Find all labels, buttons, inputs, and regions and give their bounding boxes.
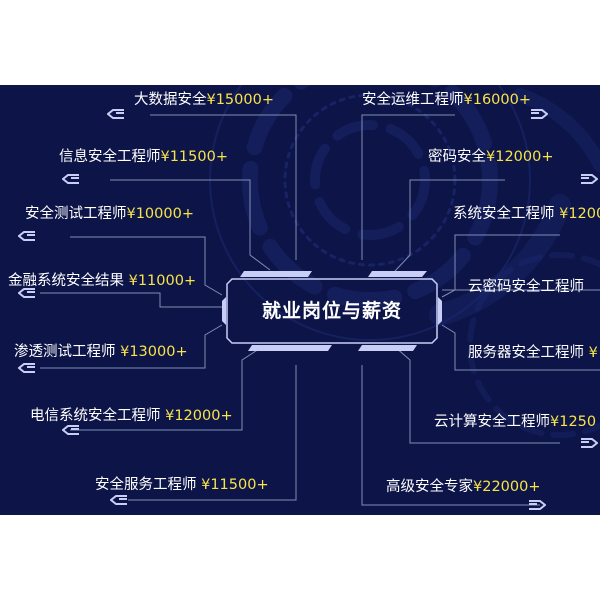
job-title: 高级安全专家 [386, 479, 473, 495]
job-salary: ¥1250 [550, 414, 597, 430]
job-title: 云计算安全工程师 [434, 414, 550, 430]
job-salary: ¥16000+ [463, 92, 532, 108]
bracket-marker-icon [581, 438, 598, 448]
bracket-marker-icon [107, 109, 124, 119]
connector-lines [40, 114, 600, 506]
bracket-marker-icon [531, 109, 548, 119]
right-item-6: 云计算安全工程师¥1250 [434, 413, 596, 431]
bracket-marker-icon [581, 174, 598, 184]
right-item-7: 高级安全专家¥22000+ [386, 478, 541, 496]
bracket-marker-icon [110, 495, 127, 505]
job-title: 系统安全工程师 [453, 206, 560, 222]
job-title: 服务器安全工程师 [468, 345, 589, 361]
job-title: 金融系统安全结果 [8, 273, 129, 289]
job-salary: ¥11500+ [160, 149, 228, 165]
job-salary: ¥11500+ [201, 477, 269, 493]
center-node-frame [222, 271, 442, 351]
job-title: 安全服务工程师 [95, 477, 202, 493]
job-salary: ¥ [588, 345, 598, 361]
center-node: 就业岗位与薪资 [222, 271, 442, 351]
bracket-marker-icon [62, 174, 79, 184]
job-salary: ¥13000+ [120, 344, 188, 360]
right-item-3: 系统安全工程师 ¥1200 [453, 205, 600, 223]
job-title: 安全运维工程师 [362, 92, 464, 108]
left-item-4: 金融系统安全结果 ¥11000+ [8, 272, 196, 290]
job-title: 大数据安全 [133, 92, 207, 108]
job-salary: ¥11000+ [128, 273, 197, 289]
bracket-marker-icon [18, 231, 35, 241]
job-title: 信息安全工程师 [58, 149, 161, 165]
job-salary: ¥22000+ [473, 479, 541, 495]
bracket-marker-icon [18, 288, 35, 298]
job-salary: ¥12000+ [486, 149, 554, 165]
mind-map-panel: 就业岗位与薪资 大数据安全¥15000+ 信息安全工程师¥11500+ 安全测试… [0, 85, 600, 515]
right-item-5: 服务器安全工程师 ¥ [468, 344, 598, 362]
job-title: 安全测试工程师 [24, 206, 127, 222]
job-salary: ¥15000+ [206, 92, 274, 108]
left-item-1: 大数据安全¥15000+ [134, 91, 274, 109]
right-item-4: 云密码安全工程师 [468, 278, 584, 296]
job-salary: ¥12000+ [165, 408, 233, 424]
job-title: 密码安全 [428, 149, 486, 165]
center-title: 就业岗位与薪资 [261, 300, 402, 322]
job-salary: ¥1200 [559, 206, 600, 222]
job-title: 云密码安全工程师 [468, 279, 584, 295]
left-item-7: 安全服务工程师 ¥11500+ [95, 476, 269, 494]
job-title: 渗透测试工程师 [14, 344, 121, 360]
job-title: 电信系统安全工程师 [30, 408, 166, 424]
left-item-6: 电信系统安全工程师 ¥12000+ [30, 407, 233, 425]
bracket-marker-icon [529, 500, 546, 510]
right-item-2: 密码安全¥12000+ [428, 148, 554, 166]
left-item-2: 信息安全工程师¥11500+ [59, 148, 228, 166]
bracket-marker-icon [18, 363, 35, 373]
job-salary: ¥10000+ [126, 206, 194, 222]
bracket-marker-icon [62, 425, 79, 435]
left-item-3: 安全测试工程师¥10000+ [25, 205, 194, 223]
right-item-1: 安全运维工程师¥16000+ [362, 91, 531, 109]
left-item-5: 渗透测试工程师 ¥13000+ [14, 343, 188, 361]
